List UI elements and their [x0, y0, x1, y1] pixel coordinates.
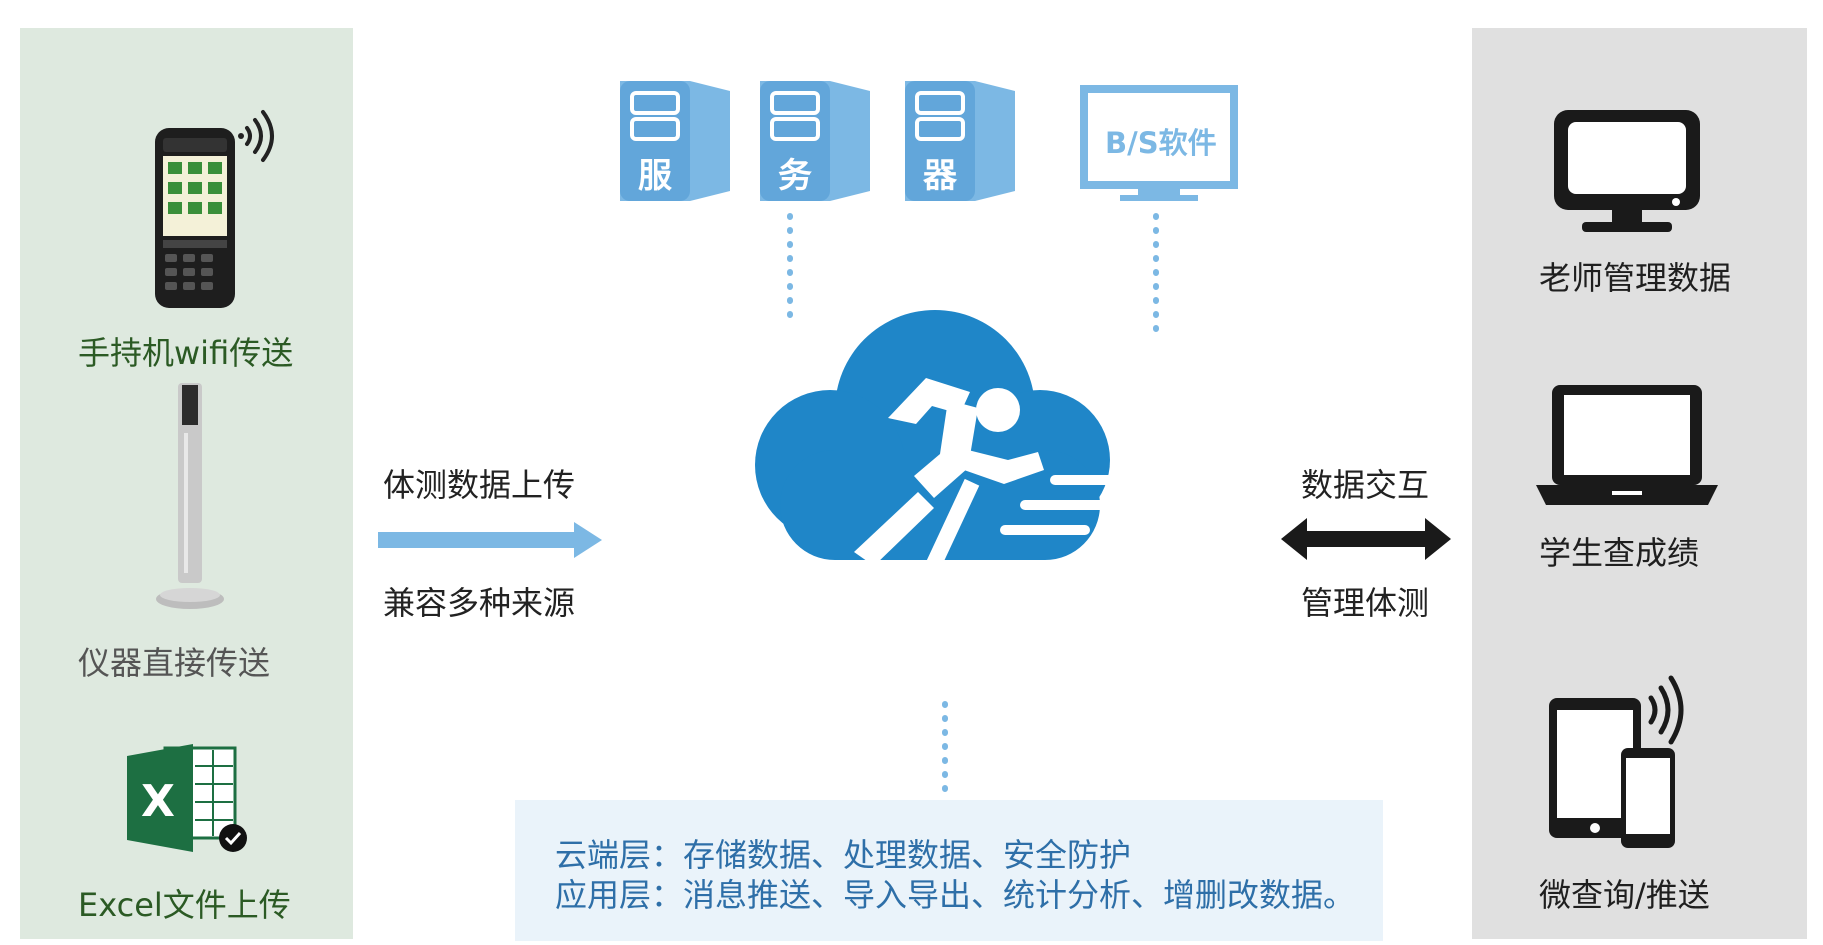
info-line-cloud-layer: 云端层：存储数据、处理数据、安全防护 — [555, 836, 1132, 874]
server-label: 器 — [923, 156, 957, 196]
excel-icon: X — [127, 744, 247, 852]
arrow-label-bottom: 兼容多种来源 — [383, 584, 576, 622]
right-panel: 老师管理数据 学生查成绩 微查询/推送 — [1472, 28, 1807, 939]
cloud-runner-logo — [755, 310, 1120, 568]
server-block — [760, 81, 870, 201]
dotted-connector — [1153, 213, 1159, 343]
runner-icon — [854, 378, 1044, 568]
server-block — [905, 81, 1015, 201]
arrow-label-top: 体测数据上传 — [383, 466, 576, 504]
wifi-signal-icon — [1648, 675, 1684, 745]
server-label: 服 — [638, 156, 672, 196]
server-label: 务 — [778, 156, 812, 196]
arrow-label-bottom: 管理体测 — [1301, 584, 1430, 622]
info-line-app-layer: 应用层：消息推送、导入导出、统计分析、增删改数据。 — [555, 876, 1356, 914]
left-panel: 手持机wifi传送 仪器直接传送 X Excel文件上传 — [20, 28, 353, 939]
item-label: 老师管理数据 — [1539, 259, 1732, 297]
item-label: Excel文件上传 — [78, 886, 291, 924]
bidirectional-arrow-icon — [1281, 518, 1451, 560]
item-label: 仪器直接传送 — [78, 644, 271, 682]
desktop-monitor-icon — [1554, 110, 1700, 232]
wifi-signal-icon — [245, 110, 274, 162]
arrow-label-top: 数据交互 — [1301, 466, 1430, 504]
dotted-connector — [942, 701, 948, 793]
mobile-devices-icon — [1549, 675, 1684, 848]
kiosk-stand-icon — [156, 383, 224, 609]
item-label: 手持机wifi传送 — [78, 334, 294, 372]
dotted-connector — [787, 213, 793, 329]
svg-text:X: X — [141, 776, 175, 827]
info-box: 云端层：存储数据、处理数据、安全防护 应用层：消息推送、导入导出、统计分析、增删… — [515, 800, 1383, 941]
item-label: 微查询/推送 — [1539, 876, 1710, 914]
handheld-scanner-icon — [155, 110, 274, 308]
item-label: 学生查成绩 — [1539, 534, 1700, 572]
speed-lines — [1000, 475, 1120, 535]
monitor-icon — [1080, 85, 1238, 201]
right-arrow-icon — [378, 522, 602, 558]
monitor-label: B/S软件 — [1105, 126, 1217, 160]
server-block — [620, 81, 730, 201]
laptop-icon — [1536, 385, 1718, 505]
server-group — [620, 81, 1015, 201]
